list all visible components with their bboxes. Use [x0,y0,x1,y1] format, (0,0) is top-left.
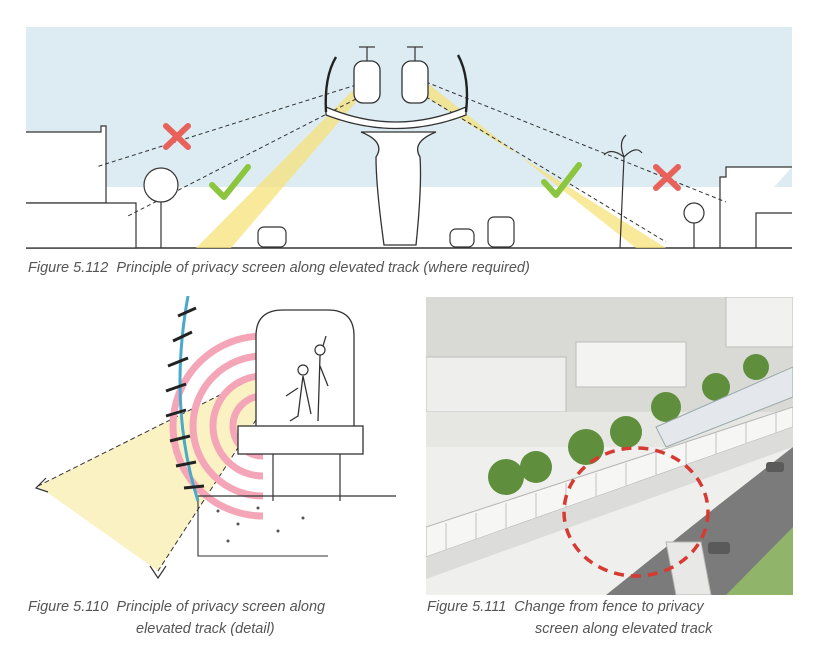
figure-caption-text: Principle of privacy screen along elevat… [116,260,530,276]
figure-5-112-sketch [26,27,792,255]
figure-caption-text-line2: screen along elevated track [535,621,713,637]
figure-5-110-sketch [28,296,396,592]
check-mark-icon [209,164,251,200]
figure-5-111-caption: Figure 5.111 Change from fence to privacy… [427,596,712,640]
privacy-screen-principle-illustration [26,27,792,255]
check-mark-icon [541,162,582,198]
figure-number: Figure 5.112 [28,260,109,276]
figure-caption-text: Change from fence to privacy [514,599,704,615]
highlight-circle [562,446,710,578]
cross-mark-icon [653,164,681,191]
figure-caption-text: Principle of privacy screen along [116,599,326,615]
figure-5-112-caption: Figure 5.112 Principle of privacy screen … [28,257,530,279]
figure-caption-text-line2: elevated track (detail) [136,621,275,637]
figure-5-110-caption: Figure 5.110 Principle of privacy screen … [28,596,325,640]
elevated-track-render-image [426,297,793,595]
figure-5-111-render [426,297,793,595]
cross-mark-icon [163,123,191,150]
privacy-screen-detail-illustration [28,296,396,592]
figure-number: Figure 5.110 [28,599,109,615]
figure-number: Figure 5.111 [427,599,507,615]
